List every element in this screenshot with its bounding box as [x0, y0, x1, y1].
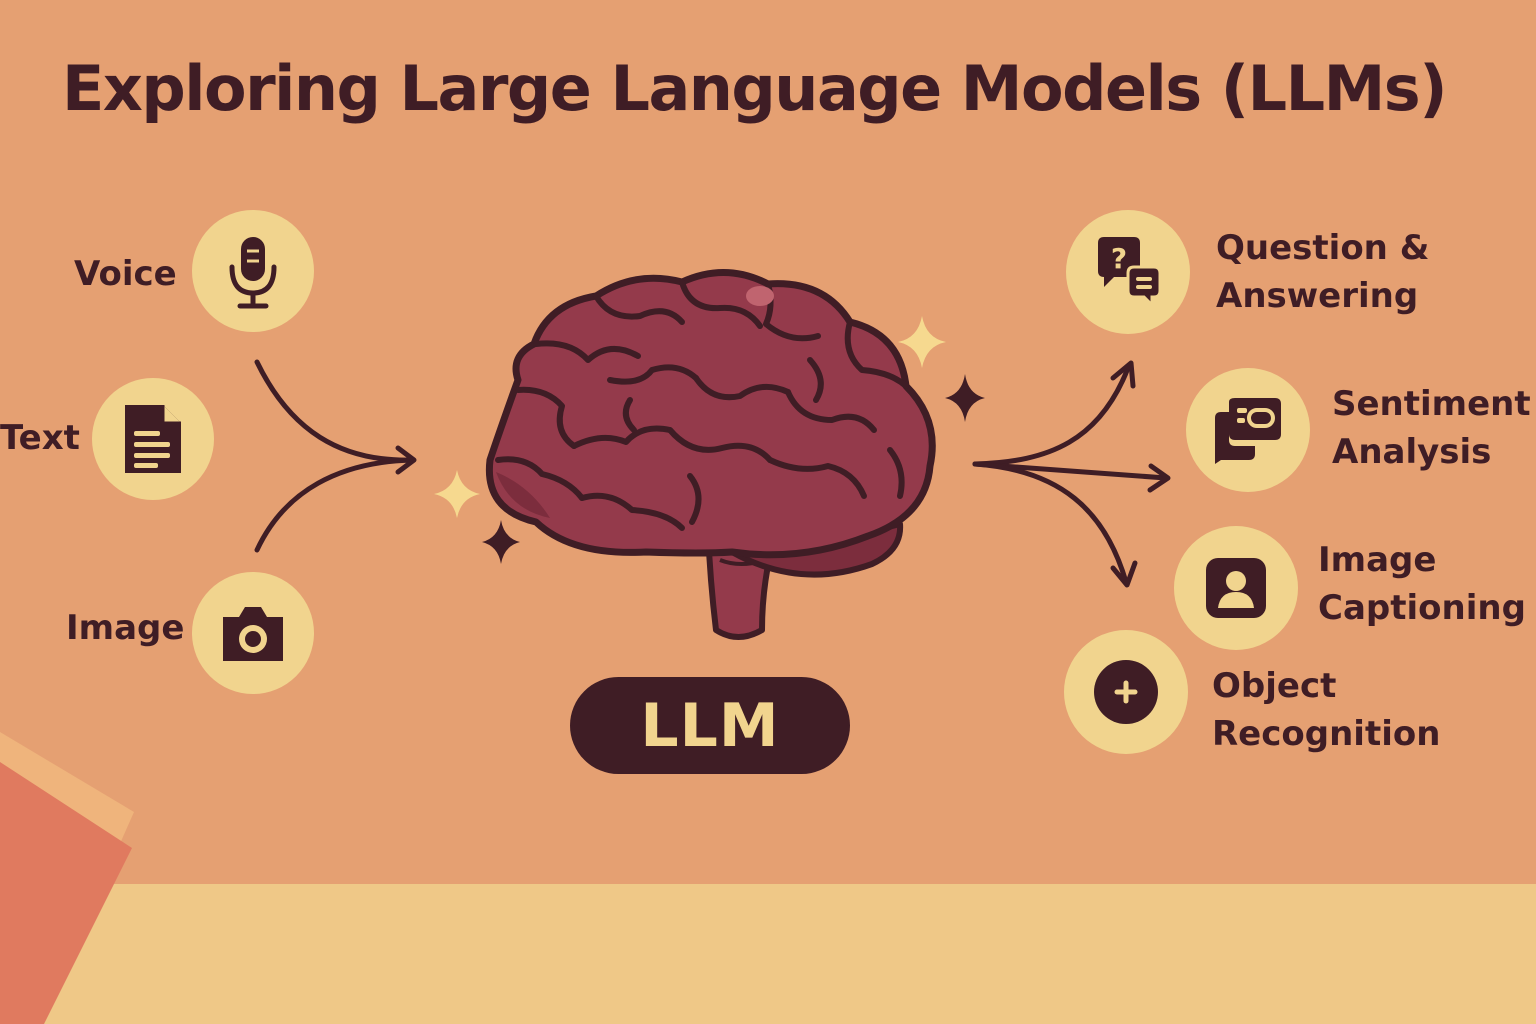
page-title: Exploring Large Language Models (LLMs): [62, 52, 1448, 125]
input-label-image: Image: [66, 608, 185, 648]
output-label-line1: Question &: [1216, 228, 1430, 268]
sentiment-chat-icon: [1186, 368, 1310, 492]
output-label-line1: Image: [1318, 540, 1437, 580]
object-target-icon: [1064, 630, 1188, 754]
portrait-icon: [1174, 526, 1298, 650]
output-label-line2: Answering: [1216, 276, 1419, 316]
arrow-image: [254, 457, 415, 553]
output-label-line2: Recognition: [1212, 714, 1441, 754]
arrow-to-sentiment: [972, 461, 1169, 481]
output-label-line1: Object: [1212, 666, 1337, 706]
bottom-band: [0, 884, 1536, 1024]
llm-label: LLM: [570, 677, 850, 774]
arrow-to-qa: [972, 365, 1131, 467]
camera-icon: [192, 572, 314, 694]
output-label-line2: Captioning: [1318, 588, 1526, 628]
document-icon: [92, 378, 214, 500]
input-label-voice: Voice: [74, 254, 177, 294]
arrow-to-captioning: [972, 461, 1129, 585]
question-chat-icon: ?: [1066, 210, 1190, 334]
output-label-line1: Sentiment: [1332, 384, 1531, 424]
input-label-text: Text: [0, 418, 80, 458]
output-label-line2: Analysis: [1332, 432, 1492, 472]
svg-text:?: ?: [1111, 242, 1127, 275]
sparkle-dark: [945, 374, 985, 422]
arrow-voice: [254, 359, 415, 463]
brain-icon: [470, 260, 940, 650]
microphone-icon: [192, 210, 314, 332]
